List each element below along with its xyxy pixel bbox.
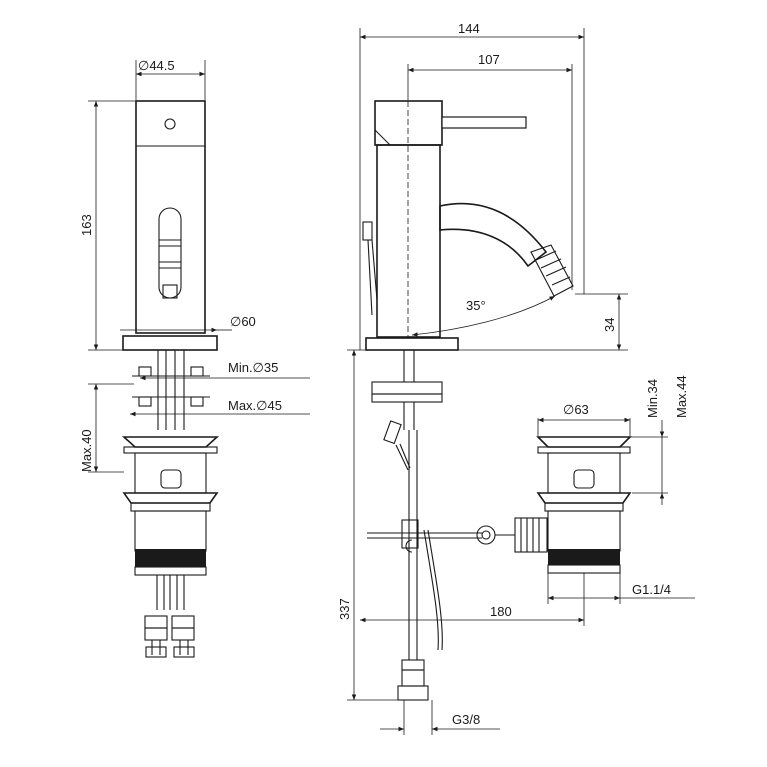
dim-spout-height: 34: [602, 318, 617, 332]
front-view: ∅44.5 ∅60 163 Min.∅35: [79, 58, 310, 658]
side-view: 144 107 35° 34: [337, 21, 695, 735]
dim-hole-min: Min.∅35: [228, 360, 278, 375]
dim-drain-offset: 180: [490, 604, 512, 619]
dim-supply-thread: G3/8: [452, 712, 480, 727]
dim-waste-thread: G1.1/4: [632, 582, 671, 597]
dim-spout-angle: 35°: [466, 298, 486, 313]
dim-base-diameter: ∅60: [230, 314, 256, 329]
dim-waste-max: Max.44: [674, 375, 689, 418]
dim-lever-reach: 107: [478, 52, 500, 67]
dim-waste-min: Min.34: [645, 379, 660, 418]
dim-hole-max: Max.∅45: [228, 398, 282, 413]
dim-overall-depth: 144: [458, 21, 480, 36]
dim-body-height: 163: [79, 214, 94, 236]
dim-deck-max: Max.40: [79, 429, 94, 472]
dim-top-diameter: ∅44.5: [138, 58, 175, 73]
dim-supply-length: 337: [337, 598, 352, 620]
dim-waste-diameter: ∅63: [563, 402, 589, 417]
